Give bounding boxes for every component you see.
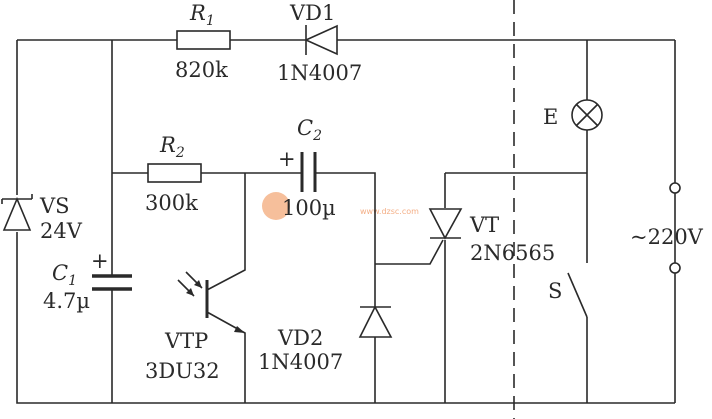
- thyristor-vt: VT 2N6565: [428, 208, 555, 265]
- vs-label: VS: [39, 194, 70, 218]
- light-arrows-icon: [186, 280, 202, 296]
- zener-vs: VS 24V: [1, 194, 83, 243]
- watermark-logo-icon: [262, 192, 290, 220]
- s-label: S: [548, 279, 562, 303]
- c1-label: C1: [52, 261, 77, 289]
- vtp-value: 3DU32: [145, 359, 220, 383]
- capacitor-c2: + C2 100µ: [278, 116, 336, 220]
- terminal-bottom: [669, 262, 681, 274]
- r2-label: R2: [159, 133, 185, 161]
- vd2-value: 1N4007: [258, 350, 343, 374]
- resistor-r1: R1 820k: [175, 1, 231, 82]
- vd1-label: VD1: [289, 1, 335, 25]
- c1-value: 4.7µ: [43, 289, 90, 313]
- watermark-url: www.dzsc.com: [360, 207, 419, 216]
- diode-vd2: VD2 1N4007: [258, 305, 393, 374]
- vt-value: 2N6565: [470, 241, 555, 265]
- r1-label: R1: [189, 1, 215, 29]
- e-label: E: [543, 105, 558, 129]
- c2-label: C2: [297, 116, 322, 144]
- r1-value: 820k: [175, 58, 228, 82]
- c1-polarity: +: [91, 249, 109, 273]
- supply-terminals: ~220V: [630, 182, 704, 274]
- vs-value: 24V: [40, 219, 83, 243]
- switch-s: S: [548, 272, 588, 318]
- vt-label: VT: [469, 213, 499, 237]
- lamp-e: E: [543, 99, 603, 131]
- terminal-top: [669, 182, 681, 194]
- r2-value: 300k: [145, 191, 198, 215]
- resistor-r2: R2 300k: [145, 133, 202, 215]
- watermark: www.dzsc.com: [262, 192, 419, 220]
- vtp-label: VTP: [164, 329, 208, 353]
- vd2-label: VD2: [277, 326, 323, 350]
- phototransistor-vtp: VTP 3DU32: [145, 271, 245, 383]
- vd1-value: 1N4007: [277, 61, 362, 85]
- c2-polarity: +: [278, 147, 296, 171]
- diode-vd1: VD1 1N4007: [277, 1, 362, 85]
- supply-label: ~220V: [630, 225, 704, 249]
- capacitor-c1: + C1 4.7µ: [43, 249, 132, 313]
- c2-value: 100µ: [282, 196, 336, 220]
- wires: [16, 39, 676, 404]
